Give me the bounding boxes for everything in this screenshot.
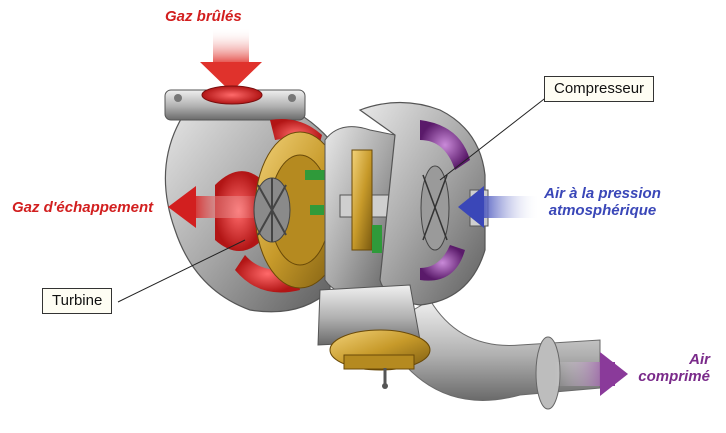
label-air-pression-line1: Air à la pression — [544, 185, 661, 202]
wastegate-actuator — [317, 284, 431, 389]
label-air-comprime-line2: comprimé — [638, 368, 710, 385]
label-air-pression-line2: atmosphérique — [548, 202, 657, 219]
compressor-housing — [358, 101, 489, 306]
callout-compresseur: Compresseur — [544, 76, 655, 102]
compressed-air-pipe — [379, 299, 628, 410]
label-air-pression: Air à la pression atmosphérique — [540, 185, 665, 219]
exhaust-inlet-arrow — [200, 28, 262, 92]
intake-air-arrow — [458, 186, 540, 228]
label-gaz-brules: Gaz brûlés — [165, 8, 242, 25]
exhaust-outlet-arrow — [168, 186, 260, 228]
turbine-wheel — [253, 131, 346, 289]
callout-turbine: Turbine — [42, 288, 113, 314]
compresseur-leader-line — [439, 95, 549, 181]
label-gaz-echappement: Gaz d'échappement — [12, 199, 154, 216]
label-air-comprime: Air comprimé — [630, 351, 710, 385]
label-air-comprime-line1: Air — [689, 351, 710, 368]
turbine-leader-line — [117, 239, 246, 303]
